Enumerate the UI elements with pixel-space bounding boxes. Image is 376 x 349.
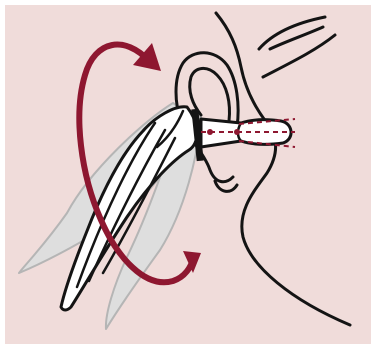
earbud-fitting-illustration xyxy=(5,5,371,344)
guide-dot-2 xyxy=(234,129,240,135)
illustration-frame xyxy=(5,5,371,344)
guide-dot xyxy=(207,129,213,135)
